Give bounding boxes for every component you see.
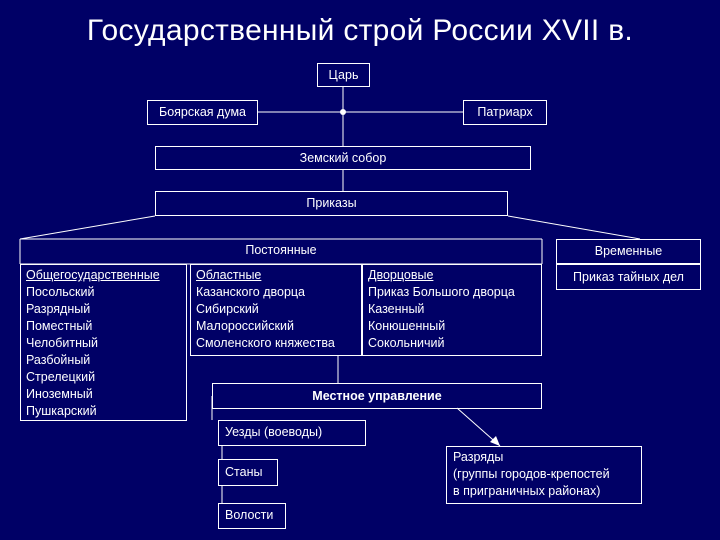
boyar-duma-label: Боярская дума (158, 105, 246, 119)
list-item: Сибирский (196, 302, 259, 316)
razryady-line-3: в приграничных районах) (453, 484, 601, 498)
volosti-box: Волости (218, 503, 286, 529)
list-item: Конюшенный (368, 319, 446, 333)
uezdy-box: Уезды (воеводы) (218, 420, 366, 446)
volosti-label: Волости (225, 508, 274, 522)
list-item: Разрядный (26, 302, 91, 316)
secret-affairs-box: Приказ тайных дел (556, 264, 701, 290)
all-state-header: Общегосударственные (26, 268, 160, 282)
uezdy-label: Уезды (воеводы) (225, 425, 323, 439)
secret-affairs-label: Приказ тайных дел (573, 270, 684, 284)
list-item: Иноземный (26, 387, 93, 401)
list-item: Казенный (368, 302, 425, 316)
regional-header: Областные (196, 268, 262, 282)
line-prikazy-left (19, 215, 156, 240)
patriarch-box: Патриарх (463, 100, 547, 125)
palace-prikazy-box: Дворцовые Приказ Большого дворца Казенны… (362, 264, 542, 356)
list-item: Посольский (26, 285, 95, 299)
prikazy-label: Приказы (306, 196, 357, 210)
razryady-line-2: (группы городов-крепостей (453, 467, 610, 481)
all-state-prikazy-box: Общегосударственные Посольский Разрядный… (20, 264, 187, 421)
list-item: Разбойный (26, 353, 91, 367)
boyar-duma-box: Боярская дума (147, 100, 258, 125)
list-item: Казанского дворца (196, 285, 306, 299)
list-item: Челобитный (26, 336, 98, 350)
arrow-head (490, 436, 500, 446)
permanent-label: Постоянные (245, 243, 317, 257)
tsar-label: Царь (328, 67, 359, 82)
razryady-line-1: Разряды (453, 450, 504, 464)
line-prikazy-right (507, 215, 641, 240)
temporary-box: Временные (556, 239, 701, 264)
list-item: Сокольничий (368, 336, 445, 350)
local-government-box: Местное управление (212, 383, 542, 409)
junction-dot (340, 109, 346, 115)
list-item: Стрелецкий (26, 370, 96, 384)
list-item: Малороссийский (196, 319, 294, 333)
local-government-label: Местное управление (312, 388, 442, 403)
palace-header: Дворцовые (368, 268, 434, 282)
list-item: Поместный (26, 319, 93, 333)
zemsky-sobor-label: Земский собор (299, 150, 387, 165)
list-item: Смоленского княжества (196, 336, 335, 350)
patriarch-label: Патриарх (477, 105, 533, 119)
razryady-box: Разряды (группы городов-крепостей в приг… (446, 446, 642, 504)
stany-box: Станы (218, 459, 278, 486)
prikazy-box: Приказы (155, 191, 508, 216)
list-item: Пушкарский (26, 404, 97, 418)
zemsky-sobor-box: Земский собор (155, 146, 531, 170)
regional-prikazy-box: Областные Казанского дворца Сибирский Ма… (190, 264, 362, 356)
tsar-box: Царь (317, 63, 370, 87)
temporary-label: Временные (594, 244, 663, 258)
permanent-header: Постоянные (20, 243, 542, 257)
page-title: Государственный строй России XVII в. (86, 14, 634, 47)
stany-label: Станы (225, 465, 263, 479)
list-item: Приказ Большого дворца (368, 285, 515, 299)
